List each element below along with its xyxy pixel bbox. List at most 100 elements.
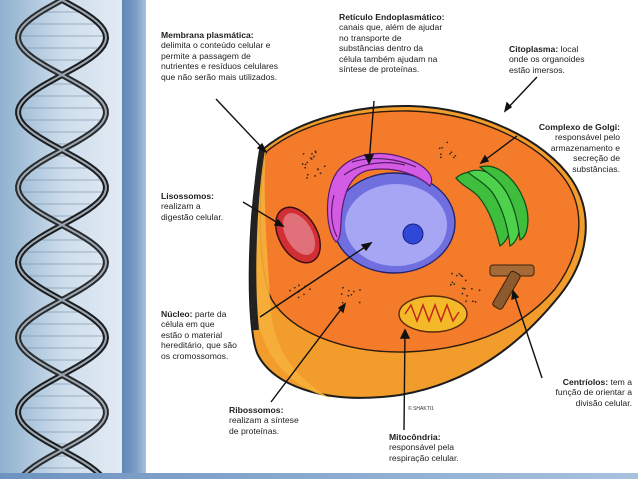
ribosome-dot (458, 272, 461, 275)
ribosome-dot (323, 165, 326, 168)
ribosome-dot (455, 274, 458, 277)
ribosome-dot (450, 151, 453, 154)
ribosome-dot (311, 152, 313, 155)
label-mitocondria-title: Mitocôndria: (389, 432, 441, 442)
label-membrana-title: Membrana plasmática: (161, 30, 254, 40)
bottom-strip (0, 473, 638, 479)
ribosome-dot (474, 301, 477, 303)
ribosome-dot (441, 146, 444, 149)
label-golgi: Complexo de Golgi: responsável pelo arma… (505, 122, 620, 174)
label-lisossomos-line: digestão celular. (161, 211, 224, 222)
label-centriolos-line: função de orientar a (555, 387, 632, 398)
lysosome-inner (282, 213, 316, 255)
dna-helix-icon (14, 0, 110, 479)
label-citoplasma-title: Citoplasma: (509, 44, 559, 54)
label-golgi-line: substâncias. (572, 163, 620, 174)
label-citoplasma-line: estão imersos. (509, 64, 565, 75)
ribosome-dot (461, 287, 464, 290)
mitochondrion-cristae (404, 302, 460, 324)
golgi-complex (455, 165, 529, 247)
label-reticulo-line: canais que, além de ajudar (339, 22, 443, 33)
ribosome-dot (463, 287, 466, 290)
ribosome-dot (309, 157, 312, 160)
ribosome-dot (352, 290, 355, 293)
label-citoplasma-line: local (560, 44, 579, 54)
label-membrana-line: que não serão mais utilizados. (161, 71, 278, 82)
label-nucleo-line: hereditário, que são (161, 340, 237, 351)
ribosome-dot (451, 281, 454, 284)
label-lisossomos-line: realizam a (161, 201, 201, 212)
label-membrana-line: permite a passagem de (161, 50, 251, 61)
ribosome-dot (302, 153, 305, 155)
label-mitocondria-line: respiração celular. (389, 452, 459, 463)
label-centriolos-line: tem a (610, 377, 633, 387)
ribosome-dot (452, 156, 455, 159)
ribosome-dot (341, 286, 344, 289)
label-nucleo-line: estão o material (161, 329, 223, 340)
dna-strand (16, 0, 108, 479)
label-reticulo: Retículo Endoplasmático: canais que, alé… (339, 12, 489, 74)
cell-rim-shade (254, 150, 330, 398)
label-lisossomos: Lisossomos: realizam a digestão celular. (161, 191, 251, 222)
ribosome-dot (454, 154, 457, 157)
label-membrana-line: nutrientes e resíduos celulares (161, 61, 279, 72)
ribosome-dot (470, 287, 473, 290)
nucleus-inner (345, 184, 447, 266)
label-ribossomos: Ribossomos: realizam a síntese de proteí… (229, 405, 329, 436)
ribosome-dot (439, 156, 442, 159)
ribosome-dot (440, 153, 442, 156)
ribosome-dot (478, 289, 481, 292)
ribosome-dot (314, 175, 316, 177)
ribosome-dot (289, 289, 291, 292)
label-centriolos-title: Centríolos: (562, 377, 609, 387)
label-reticulo-line: célula também ajudam na (339, 53, 438, 64)
label-reticulo-line: síntese de proteínas. (339, 64, 420, 75)
ribosome-dot (319, 172, 322, 175)
dna-strand (16, 0, 108, 479)
ribosome-dot (306, 161, 309, 164)
label-nucleo: Núcleo: parte da célula em que estão o m… (161, 309, 261, 361)
ribosome-dot (464, 279, 467, 282)
label-mitocondria-line: responsável pela (389, 442, 454, 453)
ribosome-dot (340, 293, 343, 296)
label-reticulo-line: substâncias dentro da (339, 43, 424, 54)
label-golgi-line: armazenamento e (550, 142, 620, 153)
label-citoplasma-line: onde os organoides (509, 54, 585, 65)
ribosome-dot (460, 274, 462, 277)
dna-side-panel (0, 0, 146, 479)
ribosome-dot (303, 293, 305, 296)
label-golgi-line: secreção de (573, 153, 620, 164)
ribosome-dot (466, 294, 469, 297)
side-accent-bar (122, 0, 146, 479)
ribosome-dot (309, 288, 311, 291)
ribosome-dot (449, 283, 452, 286)
copyright-mark: © SHAKTI1 (408, 405, 434, 412)
label-ribossomos-line: realizam a síntese (229, 415, 299, 426)
ribosome-dot (304, 166, 307, 169)
ribosome-dot (341, 301, 344, 304)
ribosome-dot (304, 163, 307, 166)
ribosome-dot (451, 272, 453, 275)
ribosome-dot (350, 293, 353, 296)
ribosome-dot (313, 155, 315, 158)
label-nucleo-line: célula em que (161, 319, 215, 330)
endoplasmic-reticulum (326, 153, 433, 243)
ribosome-dot (297, 296, 300, 299)
nucleolus (402, 223, 424, 245)
ribosome-dot (449, 152, 451, 155)
membrane-dark-edge (250, 149, 265, 331)
ribosome-dot (347, 294, 350, 297)
label-golgi-line: responsável pelo (555, 132, 620, 143)
ribosome-dot (359, 289, 361, 291)
ribosome-dot (446, 141, 449, 144)
ribosome-dot (347, 289, 350, 292)
ribosome-dot (461, 292, 464, 295)
ribosome-dot (461, 275, 464, 278)
ribosome-dot (298, 284, 300, 287)
mitochondrion (398, 295, 468, 333)
label-golgi-title: Complexo de Golgi: (538, 122, 620, 132)
label-mitocondria: Mitocôndria: responsável pela respiração… (389, 432, 489, 463)
label-lisossomos-title: Lisossomos: (161, 191, 215, 201)
